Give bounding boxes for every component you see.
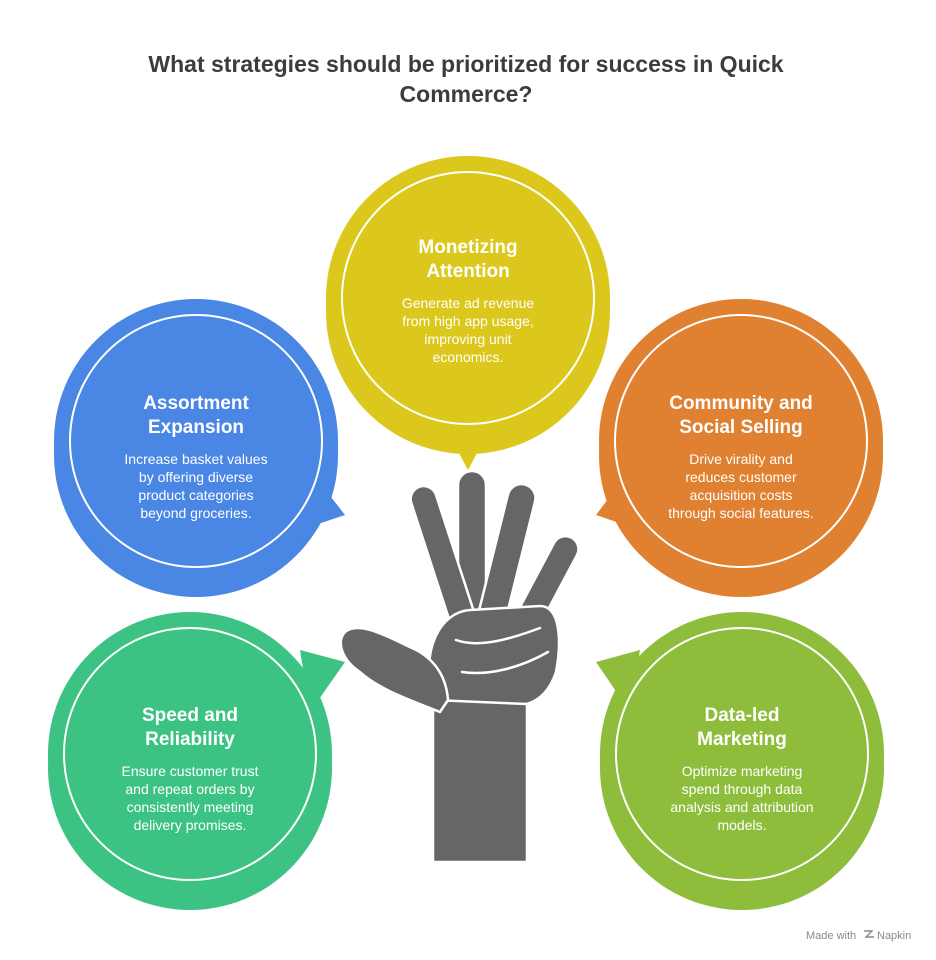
bubble-monetizing-attention-title-line-1: Monetizing <box>418 237 517 258</box>
bubble-speed-reliability-body-line-4: delivery promises. <box>134 817 247 833</box>
bubble-speed-reliability-title-line-2: Reliability <box>145 729 235 750</box>
bubble-data-led-marketing-body-line-3: analysis and attribution <box>670 799 813 815</box>
bubble-speed-reliability-shape-main <box>48 612 332 896</box>
bubble-community-social-selling-title-line-2: Social Selling <box>679 417 803 438</box>
diagram-title-line-2: Commerce? <box>400 81 533 107</box>
bubble-monetizing-attention: Monetizing Attention Generate ad revenue… <box>326 156 610 470</box>
bubble-community-social-selling-shape-main <box>599 299 883 583</box>
bubble-speed-reliability: Speed and Reliability Ensure customer tr… <box>48 612 345 910</box>
bubble-monetizing-attention-body-line-4: economics. <box>433 349 504 365</box>
bubble-assortment-expansion-body-line-3: product categories <box>138 487 253 503</box>
credit-brand: Napkin <box>877 930 911 942</box>
hand-icon <box>341 471 583 862</box>
made-with-napkin-credit: Made with Napkin <box>806 930 911 942</box>
bubble-community-social-selling: Community and Social Selling Drive viral… <box>596 299 883 597</box>
bubble-assortment-expansion-body-line-2: by offering diverse <box>139 469 253 485</box>
bubble-assortment-expansion: Assortment Expansion Increase basket val… <box>54 299 345 597</box>
bubble-speed-reliability-body-line-3: consistently meeting <box>127 799 254 815</box>
bubble-assortment-expansion-body-line-4: beyond groceries. <box>140 505 251 521</box>
bubble-community-social-selling-body-line-3: acquisition costs <box>690 487 793 503</box>
bubble-data-led-marketing-body-line-1: Optimize marketing <box>682 763 803 779</box>
bubble-speed-reliability-body-line-1: Ensure customer trust <box>122 763 259 779</box>
bubble-speed-reliability-title-line-1: Speed and <box>142 705 238 726</box>
napkin-logo-icon <box>864 931 874 937</box>
bubble-data-led-marketing-title-line-2: Marketing <box>697 729 787 750</box>
bubble-community-social-selling-body-line-1: Drive virality and <box>689 451 792 467</box>
bubble-monetizing-attention-title-line-2: Attention <box>426 261 509 282</box>
credit-prefix: Made with <box>806 930 856 942</box>
bubble-monetizing-attention-body-line-3: improving unit <box>424 331 511 347</box>
diagram-title-line-1: What strategies should be prioritized fo… <box>148 51 783 77</box>
bubble-assortment-expansion-body-line-1: Increase basket values <box>124 451 267 467</box>
bubble-assortment-expansion-shape-main <box>54 299 338 583</box>
bubble-community-social-selling-body-line-4: through social features. <box>668 505 814 521</box>
bubble-assortment-expansion-title-line-1: Assortment <box>143 393 249 414</box>
bubble-community-social-selling-body-line-2: reduces customer <box>685 469 797 485</box>
bubble-data-led-marketing: Data-led Marketing Optimize marketing sp… <box>596 612 884 910</box>
bubble-data-led-marketing-body-line-2: spend through data <box>682 781 803 797</box>
bubble-assortment-expansion-title-line-2: Expansion <box>148 417 244 438</box>
bubble-data-led-marketing-title-line-1: Data-led <box>705 705 780 726</box>
bubble-speed-reliability-body-line-2: and repeat orders by <box>125 781 254 797</box>
bubble-monetizing-attention-body-line-2: from high app usage, <box>402 313 534 329</box>
bubble-community-social-selling-title-line-1: Community and <box>669 393 813 414</box>
bubble-monetizing-attention-body-line-1: Generate ad revenue <box>402 295 535 311</box>
bubble-data-led-marketing-body-line-4: models. <box>717 817 766 833</box>
bubble-data-led-marketing-shape-main <box>600 612 884 896</box>
